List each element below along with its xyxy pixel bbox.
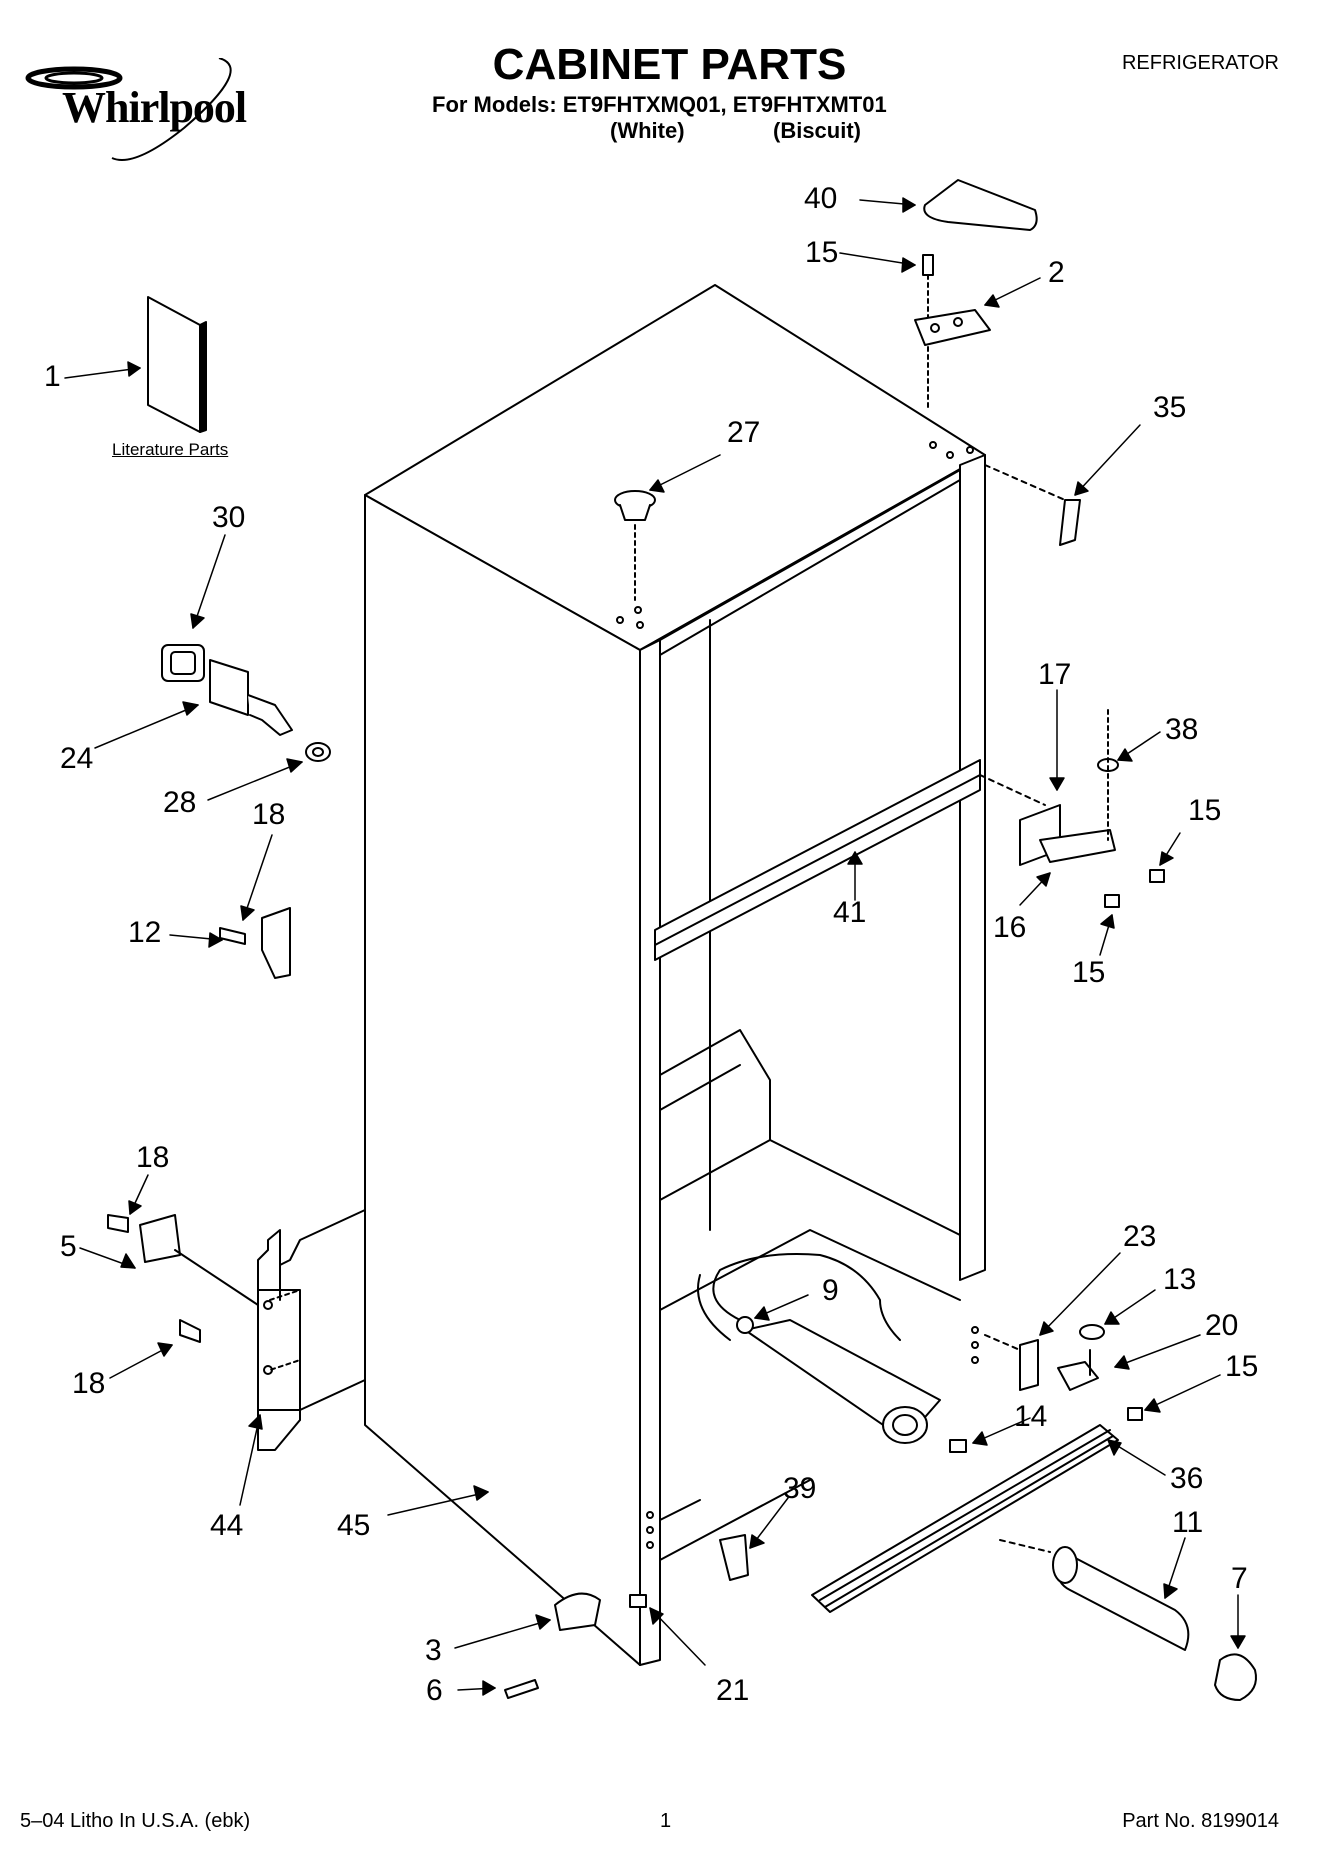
callout-18-lower: 18 xyxy=(72,1367,106,1400)
callout-20: 20 xyxy=(1205,1309,1239,1342)
callout-16: 16 xyxy=(993,911,1027,944)
leveling-assembly xyxy=(505,1594,646,1698)
print-info: 5–04 Litho In U.S.A. (ebk) xyxy=(20,1810,251,1832)
water-filter xyxy=(1000,1540,1188,1650)
callout-45: 45 xyxy=(337,1509,371,1542)
callout-14: 14 xyxy=(1014,1400,1048,1433)
callout-15-right: 15 xyxy=(1188,794,1222,827)
callout-18-mid: 18 xyxy=(136,1141,170,1174)
door-stop-clip xyxy=(220,908,290,978)
callout-21: 21 xyxy=(716,1674,750,1707)
center-hinge-assembly xyxy=(980,710,1164,907)
callout-23: 23 xyxy=(1123,1220,1157,1253)
cabinet-body xyxy=(270,285,985,1665)
filter-cap xyxy=(1215,1654,1256,1700)
callout-40: 40 xyxy=(804,182,838,215)
top-plug xyxy=(615,491,655,600)
part-number: Part No. 8199014 xyxy=(1122,1810,1279,1832)
callout-12: 12 xyxy=(128,916,162,949)
callout-9: 9 xyxy=(822,1274,839,1307)
clip-39 xyxy=(720,1535,748,1580)
callout-18-upper: 18 xyxy=(252,798,286,831)
callout-39: 39 xyxy=(783,1472,817,1505)
callout-6: 6 xyxy=(426,1674,443,1707)
leader-lines xyxy=(65,198,1245,1695)
callout-41: 41 xyxy=(833,896,867,929)
divider-rail xyxy=(655,760,980,960)
callout-5: 5 xyxy=(60,1230,77,1263)
callout-17: 17 xyxy=(1038,658,1072,691)
base-grille xyxy=(812,1425,1118,1612)
callout-15-bottom-right: 15 xyxy=(1225,1350,1259,1383)
screw-14 xyxy=(950,1440,966,1452)
brand-name: Whirlpool xyxy=(62,83,247,132)
rear-bracket xyxy=(108,1215,300,1450)
callout-44: 44 xyxy=(210,1509,244,1542)
callout-28: 28 xyxy=(163,786,197,819)
page-number: 1 xyxy=(660,1810,672,1832)
color-white-label: (White) xyxy=(610,118,685,143)
whirlpool-logo xyxy=(14,57,274,168)
color-biscuit-label: (Biscuit) xyxy=(773,118,861,143)
hinge-cover xyxy=(924,180,1036,230)
callout-15: 15 xyxy=(805,236,839,269)
callout-11: 11 xyxy=(1172,1506,1204,1539)
callout-13: 13 xyxy=(1163,1263,1197,1296)
page-title: CABINET PARTS xyxy=(492,40,847,89)
hinge-bracket xyxy=(1060,500,1080,545)
callout-24: 24 xyxy=(60,742,94,775)
callout-7: 7 xyxy=(1231,1562,1248,1595)
callout-3: 3 xyxy=(425,1634,442,1667)
callout-35: 35 xyxy=(1153,391,1187,424)
callout-27: 27 xyxy=(727,416,761,449)
callout-15-lower-right: 15 xyxy=(1072,956,1106,989)
literature-booklet xyxy=(148,297,206,432)
callout-1: 1 xyxy=(44,360,61,393)
callout-2: 2 xyxy=(1048,256,1065,289)
callout-30: 30 xyxy=(212,501,246,534)
product-label: REFRIGERATOR xyxy=(1121,52,1279,74)
door-handle-parts xyxy=(162,645,330,761)
literature-parts-label: Literature Parts xyxy=(112,440,229,459)
lower-hinge-assembly xyxy=(985,1325,1142,1420)
models-line: For Models: ET9FHTXMQ01, ET9FHTXMT01 xyxy=(432,92,887,117)
drain-tube-assembly xyxy=(698,1254,940,1443)
whirlpool-swirl-icon xyxy=(25,57,232,161)
callout-36: 36 xyxy=(1170,1462,1204,1495)
callout-38: 38 xyxy=(1165,713,1199,746)
top-hinge-assembly xyxy=(915,255,990,410)
